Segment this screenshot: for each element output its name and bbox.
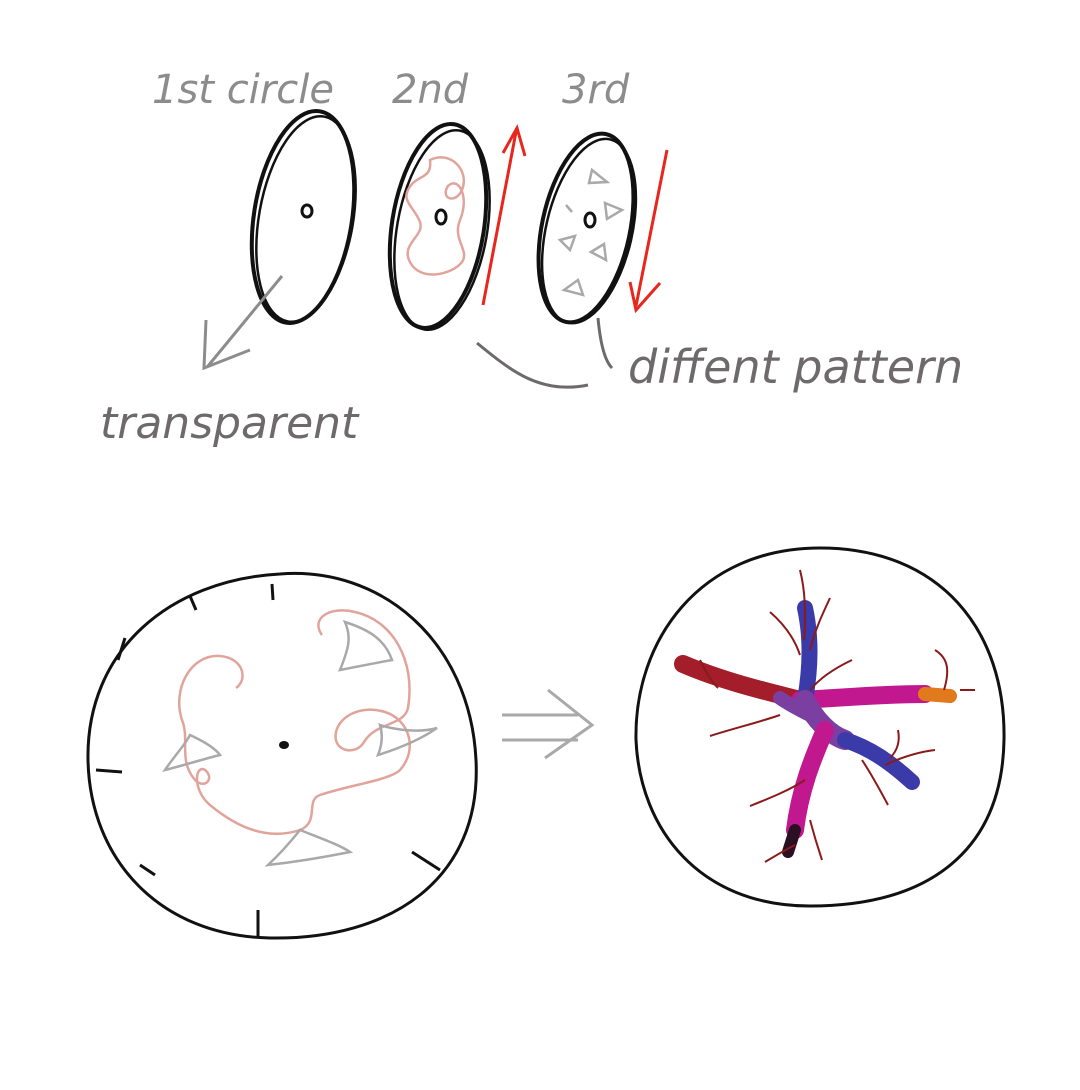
label-transparent: transparent xyxy=(100,398,360,449)
transparent-pointer-arrow-icon xyxy=(202,275,284,371)
label-second: 2nd xyxy=(392,67,469,113)
rotation-up-arrow-icon xyxy=(481,124,527,306)
different-pattern-tick xyxy=(596,317,614,370)
combined-disc xyxy=(86,571,478,940)
label-different-pattern: diffent pattern xyxy=(628,340,963,394)
rotation-down-arrow-icon xyxy=(628,149,669,314)
double-arrow-right-icon xyxy=(502,688,595,760)
pink-swirl-large xyxy=(177,609,411,836)
thin-branches xyxy=(699,569,975,863)
disc-2 xyxy=(387,122,491,332)
label-first-circle: 1st circle xyxy=(152,67,334,113)
disc-3 xyxy=(536,131,638,325)
pink-swirl-small xyxy=(405,156,466,276)
different-pattern-bracket xyxy=(476,341,589,389)
result-disc xyxy=(634,546,1006,908)
label-third: 3rd xyxy=(562,67,630,113)
disc-1 xyxy=(249,109,357,325)
colored-star-pattern xyxy=(674,600,957,858)
